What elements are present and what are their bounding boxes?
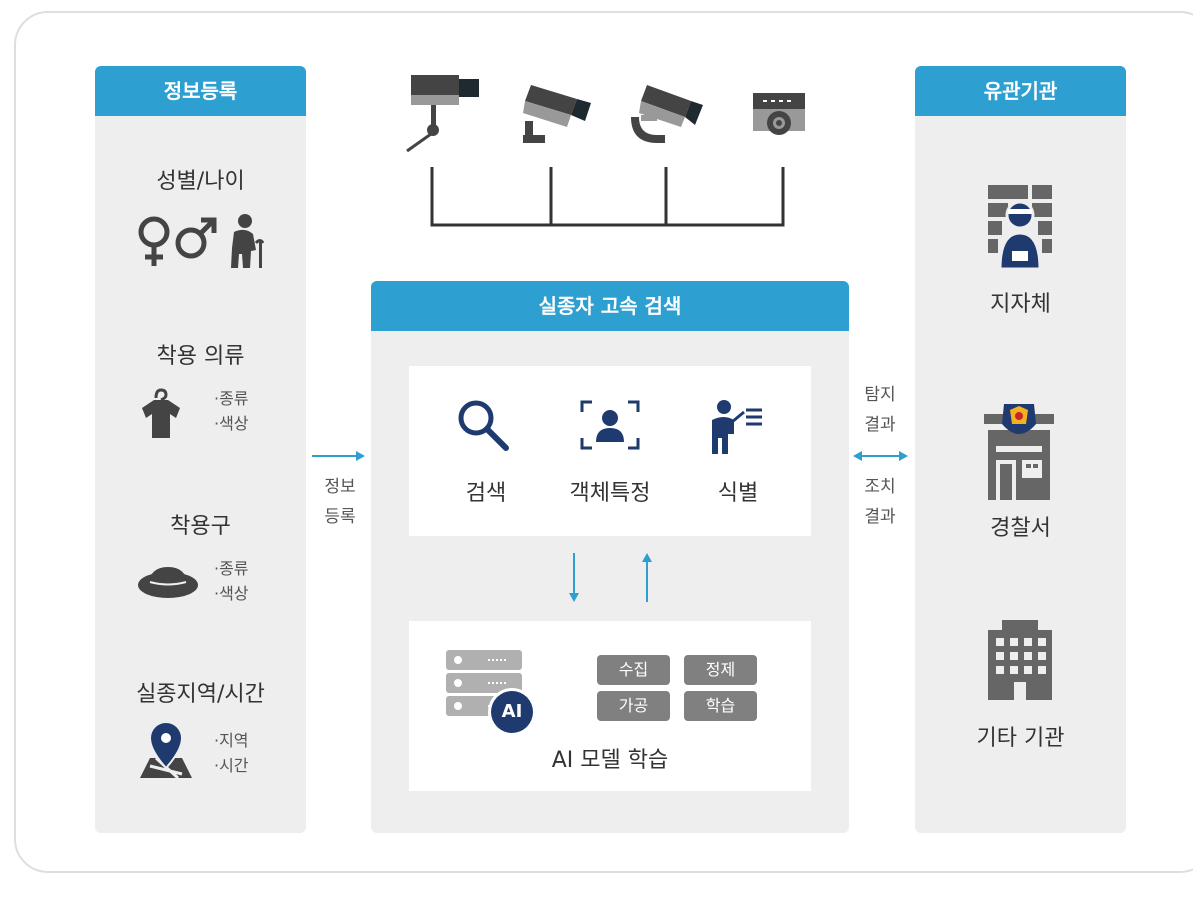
- bidirectional-arrow: [853, 451, 908, 461]
- info-registration-header: 정보등록: [95, 66, 306, 116]
- accessory-label: 착용구: [170, 514, 231, 539]
- org-other-agencies: 기타 기관: [976, 726, 1065, 751]
- org-local-government: 지자체: [990, 292, 1051, 317]
- gender-age-icons: [138, 214, 265, 268]
- location-detail-region: ·지역: [214, 731, 249, 750]
- function-identify-label: 식별: [717, 481, 759, 506]
- cctv-camera-group: [406, 75, 805, 227]
- building-icon: [988, 620, 1052, 700]
- cctv-swivel-icon: [631, 85, 703, 143]
- accessory-detail-type: ·종류: [214, 559, 249, 578]
- registration-flow-line2: 등록: [324, 507, 356, 527]
- action-result-line1: 조치: [864, 477, 896, 497]
- clothing-details: ·종류 ·색상: [214, 386, 249, 436]
- cctv-box-icon: [523, 85, 591, 143]
- function-search-label: 검색: [465, 481, 507, 506]
- info-registration-panel: [95, 66, 306, 833]
- chip-process: 가공: [597, 691, 670, 721]
- detection-result-line1: 탐지: [864, 385, 896, 405]
- downward-arrow: [569, 553, 579, 602]
- detection-result-label: 탐지 결과: [850, 380, 910, 440]
- hat-icon: [138, 567, 198, 598]
- registration-flow-line1: 정보: [324, 477, 356, 497]
- upward-arrow: [642, 553, 652, 602]
- function-object-label: 객체특정: [569, 481, 651, 506]
- clothing-detail-type: ·종류: [214, 389, 249, 408]
- server-icon: [446, 650, 536, 736]
- detection-result-line2: 결과: [864, 415, 896, 435]
- dome-camera-icon: [753, 93, 805, 135]
- registration-flow-label: 정보 등록: [310, 472, 370, 532]
- accessory-details: ·종류 ·색상: [214, 556, 249, 606]
- related-agencies-header: 유관기관: [915, 66, 1126, 116]
- male-icon: [175, 217, 217, 259]
- clothing-label: 착용 의류: [156, 344, 245, 369]
- action-result-label: 조치 결과: [850, 472, 910, 532]
- map-pin-icon: [140, 722, 192, 780]
- chip-train: 학습: [684, 691, 757, 721]
- face-frame-icon: [580, 400, 640, 450]
- camera-connector-lines: [430, 167, 785, 227]
- search-functions-box: [409, 366, 811, 536]
- location-detail-time: ·시간: [214, 756, 249, 775]
- government-icon: [988, 185, 1052, 269]
- accessory-detail-color: ·색상: [214, 584, 249, 603]
- outer-frame: [14, 11, 1193, 873]
- ai-model-training-label: AI 모델 학습: [551, 748, 669, 773]
- org-police-station: 경찰서: [990, 516, 1051, 541]
- police-station-icon: [984, 404, 1054, 500]
- clothing-detail-color: ·색상: [214, 414, 249, 433]
- registration-arrow: [312, 451, 365, 461]
- gender-age-label: 성별/나이: [156, 169, 245, 194]
- fast-search-header: 실종자 고속 검색: [371, 281, 849, 331]
- chip-refine: 정제: [684, 655, 757, 685]
- shirt-icon: [142, 388, 180, 438]
- elderly-icon: [231, 214, 265, 268]
- chip-collect: 수집: [597, 655, 670, 685]
- location-time-details: ·지역 ·시간: [214, 728, 249, 778]
- female-icon: [138, 216, 170, 266]
- magnifier-icon: [458, 400, 509, 451]
- action-result-line2: 결과: [864, 507, 896, 527]
- location-time-label: 실종지역/시간: [136, 682, 265, 707]
- ai-badge-label: AI: [501, 701, 523, 722]
- presenter-icon: [712, 400, 762, 454]
- cctv-bullet-icon: [406, 75, 479, 153]
